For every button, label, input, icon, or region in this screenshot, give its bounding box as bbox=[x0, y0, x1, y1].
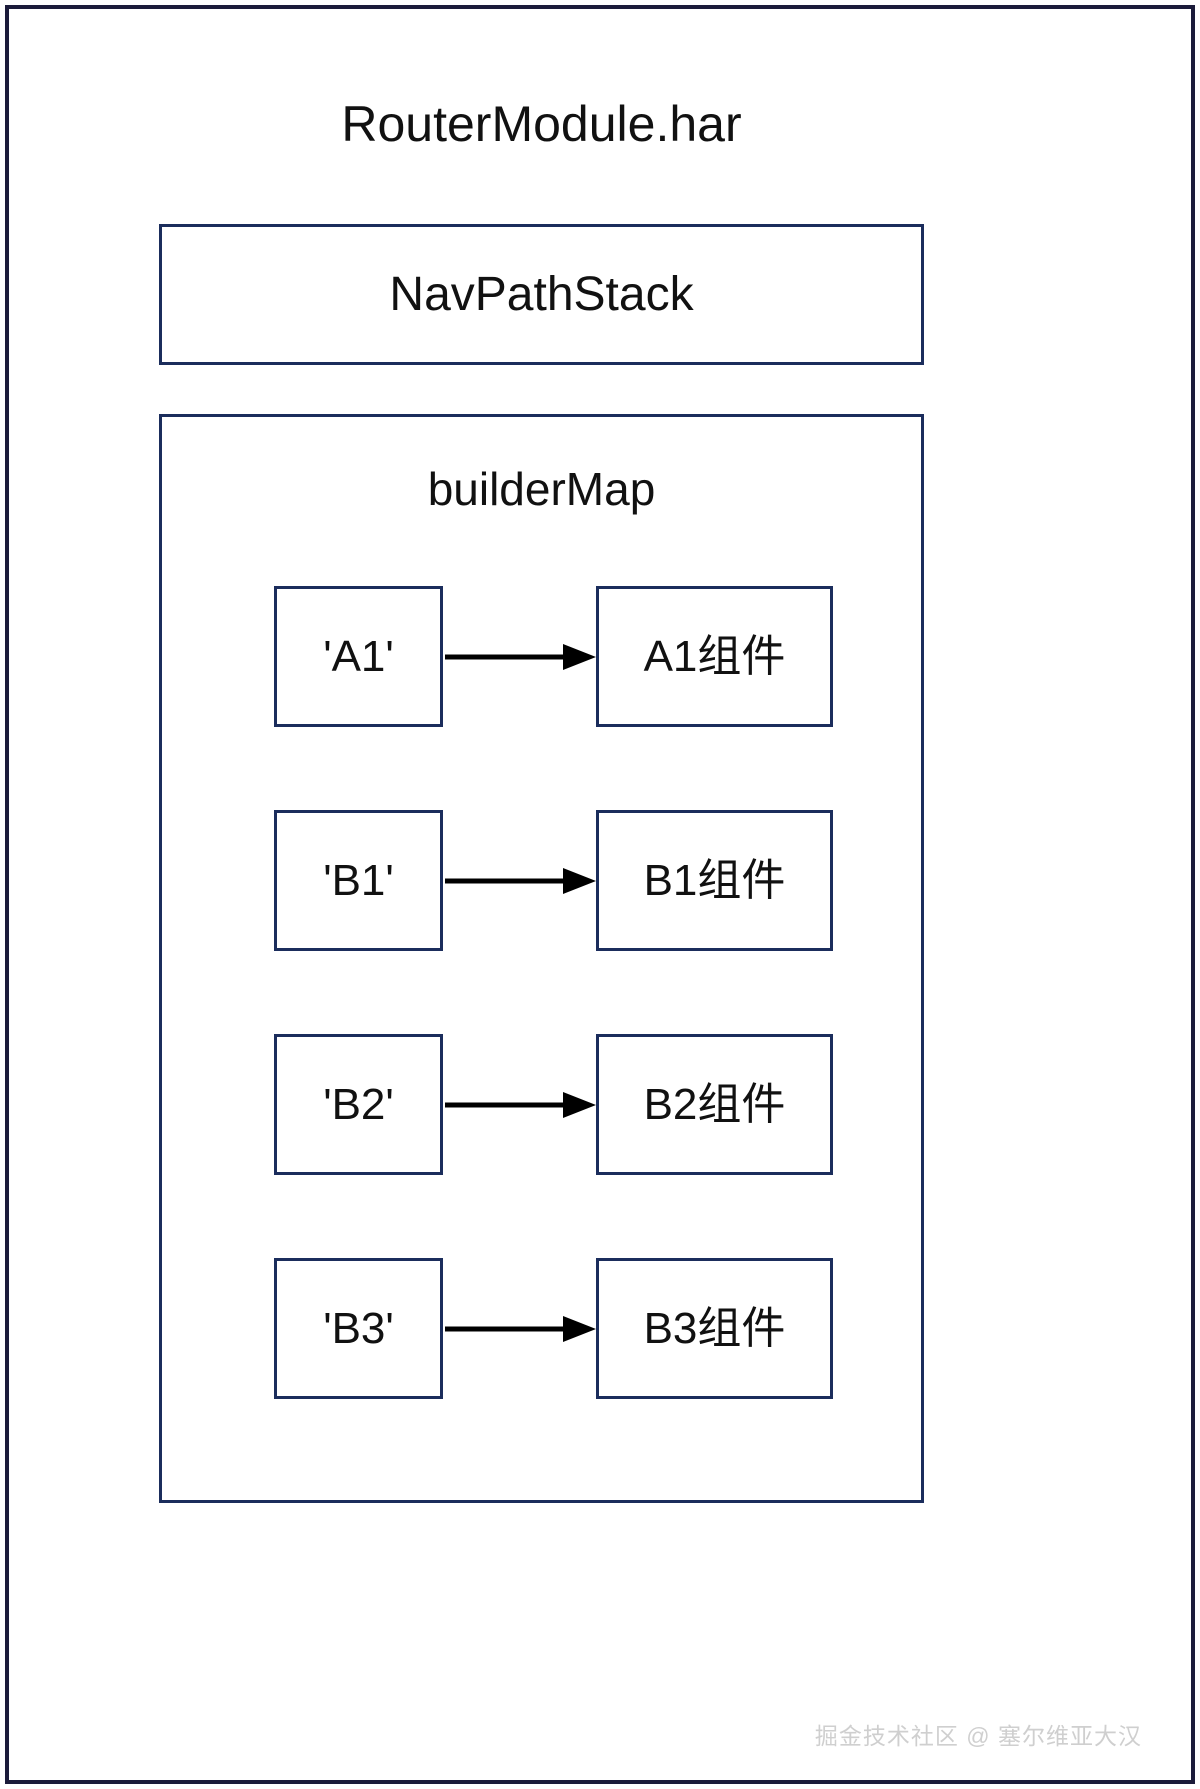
builder-map-label: builderMap bbox=[427, 463, 656, 515]
route-key-label: 'B1' bbox=[323, 855, 394, 905]
route-component-label: A1组件 bbox=[643, 631, 786, 681]
builder-map-entries: 'A1' A1组件 'B1' bbox=[162, 586, 921, 1482]
router-module-frame: RouterModule.har NavPathStack builderMap… bbox=[5, 5, 1195, 1784]
route-component-box: B2组件 bbox=[596, 1034, 833, 1175]
builder-map-row: 'B1' B1组件 bbox=[162, 810, 921, 1034]
builder-map-box: builderMap 'A1' A1组件 bbox=[159, 414, 924, 1503]
route-key-label: 'A1' bbox=[323, 631, 394, 681]
watermark: 掘金技术社区 @ 塞尔维亚大汉 bbox=[814, 1723, 1142, 1749]
nav-path-stack-label: NavPathStack bbox=[389, 267, 694, 321]
route-key-label: 'B2' bbox=[323, 1079, 394, 1129]
route-component-box: B3组件 bbox=[596, 1258, 833, 1399]
route-key-box: 'B3' bbox=[274, 1258, 443, 1399]
right-arrow-icon bbox=[445, 866, 596, 896]
route-key-box: 'A1' bbox=[274, 586, 443, 727]
page-title: RouterModule.har bbox=[341, 96, 742, 152]
builder-map-row: 'A1' A1组件 bbox=[162, 586, 921, 810]
route-component-label: B3组件 bbox=[643, 1303, 786, 1353]
route-component-label: B2组件 bbox=[643, 1079, 786, 1129]
route-component-box: A1组件 bbox=[596, 586, 833, 727]
builder-map-row: 'B3' B3组件 bbox=[162, 1258, 921, 1482]
right-arrow-icon bbox=[445, 1090, 596, 1120]
right-arrow-icon bbox=[445, 642, 596, 672]
builder-map-row: 'B2' B2组件 bbox=[162, 1034, 921, 1258]
route-key-box: 'B1' bbox=[274, 810, 443, 951]
route-component-label: B1组件 bbox=[643, 855, 786, 905]
route-key-box: 'B2' bbox=[274, 1034, 443, 1175]
right-arrow-icon bbox=[445, 1314, 596, 1344]
nav-path-stack-box: NavPathStack bbox=[159, 224, 924, 365]
route-component-box: B1组件 bbox=[596, 810, 833, 951]
route-key-label: 'B3' bbox=[323, 1303, 394, 1353]
